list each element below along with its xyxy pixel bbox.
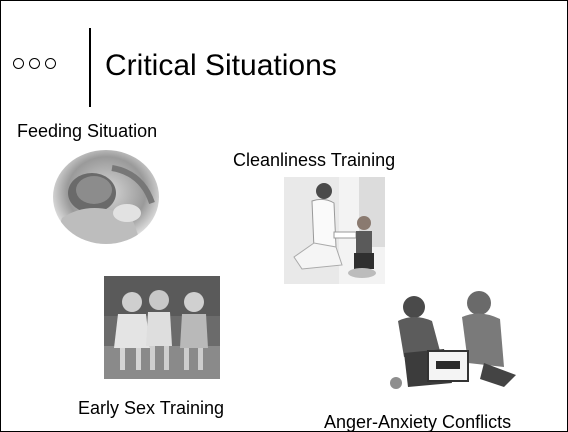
cleanliness-training-label: Cleanliness Training bbox=[233, 150, 396, 170]
baby-feeding-photo bbox=[52, 148, 161, 246]
anger-anxiety-conflicts-label: Anger-Anxiety Conflicts bbox=[324, 412, 512, 432]
bullet-circles bbox=[13, 58, 56, 69]
boys-playing-photo bbox=[384, 287, 521, 394]
three-children-photo bbox=[104, 276, 220, 379]
circle-icon bbox=[13, 58, 24, 69]
mother-child-photo bbox=[284, 177, 385, 284]
title-divider bbox=[89, 28, 91, 107]
circle-icon bbox=[45, 58, 56, 69]
early-sex-training-label: Early Sex Training bbox=[78, 398, 225, 418]
circle-icon bbox=[29, 58, 40, 69]
feeding-situation-label: Feeding Situation bbox=[17, 121, 158, 141]
slide-title: Critical Situations bbox=[105, 49, 337, 82]
